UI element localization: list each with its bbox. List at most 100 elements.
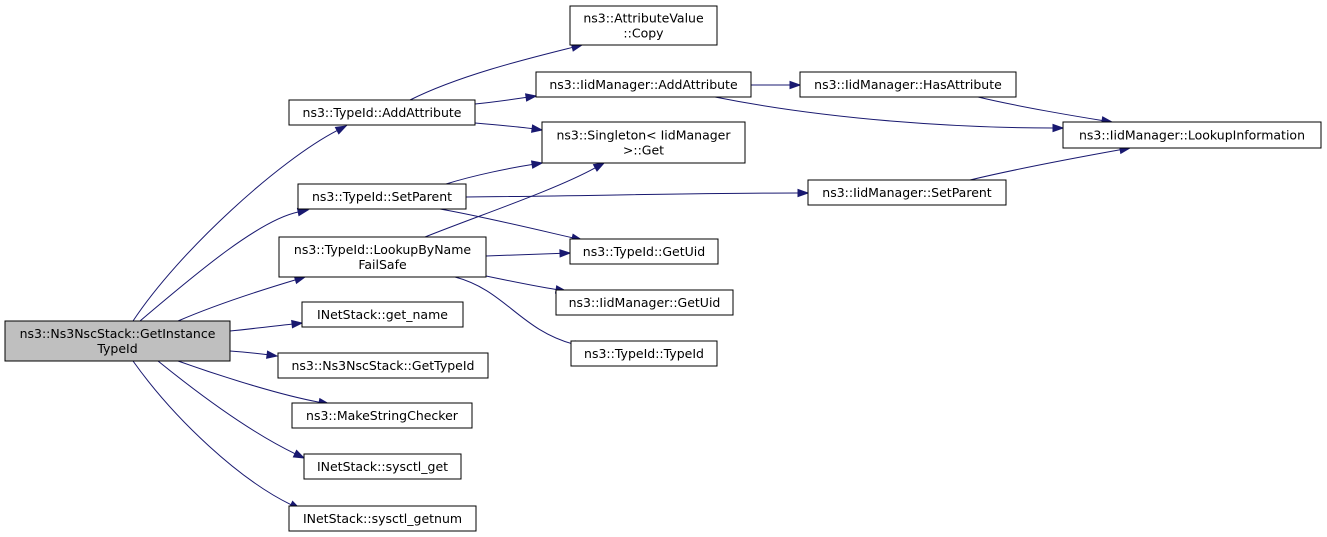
node-box — [303, 453, 462, 480]
edge-root-to-inetstack-sysctl-get — [157, 360, 306, 459]
function-nodes: ns3::Ns3NscStack::GetInstanceTypeIdns3::… — [4, 5, 1322, 532]
node-inetstack-sysctl-get[interactable]: INetStack::sysctl_get — [303, 453, 462, 480]
node-iidmanager-getuid[interactable]: ns3::IidManager::GetUid — [555, 289, 734, 316]
node-box — [1062, 121, 1322, 149]
node-typeid-addattribute[interactable]: ns3::TypeId::AddAttribute — [288, 99, 476, 126]
edge-typeid-addattribute-to-singleton-get — [474, 122, 544, 133]
node-typeid-setparent[interactable]: ns3::TypeId::SetParent — [297, 183, 467, 210]
edge-line — [485, 252, 561, 257]
edge-line — [474, 122, 533, 130]
node-box — [569, 5, 718, 46]
arrowhead — [524, 93, 538, 102]
edge-root-to-inetstack-get-name — [229, 319, 304, 332]
node-label: >::Get — [623, 143, 664, 158]
node-label: ns3::TypeId::LookupByName — [294, 242, 471, 257]
arrowhead — [291, 319, 304, 329]
node-typeid-typeid[interactable]: ns3::TypeId::TypeId — [570, 340, 718, 367]
edge-line — [454, 276, 575, 345]
edge-typeid-lookupbyname-to-iidmanager-getuid — [485, 275, 568, 294]
edge-line — [157, 360, 296, 455]
edge-line — [977, 96, 1103, 121]
edge-line — [177, 279, 296, 322]
node-iidmanager-lookupinformation[interactable]: ns3::IidManager::LookupInformation — [1062, 121, 1322, 149]
edge-typeid-setparent-to-iidmanager-setparent — [465, 188, 810, 198]
node-attributevalue-copy[interactable]: ns3::AttributeValue::Copy — [569, 5, 718, 46]
node-box — [535, 71, 752, 98]
edge-line — [229, 350, 268, 356]
node-inetstack-sysctl-getnum[interactable]: INetStack::sysctl_getnum — [288, 505, 477, 532]
node-label: ns3::IidManager::LookupInformation — [1079, 128, 1305, 143]
node-label: ns3::IidManager::HasAttribute — [814, 77, 1002, 92]
arrowhead — [531, 124, 544, 133]
node-label: INetStack::sysctl_getnum — [303, 511, 462, 526]
node-label: ns3::Ns3NscStack::GetTypeId — [291, 358, 474, 373]
edge-line — [969, 149, 1121, 181]
edge-iidmanager-addattribute-to-iidmanager-lookupinformation — [714, 96, 1065, 133]
node-label: INetStack::get_name — [317, 307, 448, 322]
edge-root-to-inetstack-sysctl-getnum — [132, 360, 302, 510]
node-singleton-get[interactable]: ns3::Singleton< IidManager>::Get — [541, 121, 746, 164]
edge-iidmanager-setparent-to-iidmanager-lookupinformation — [969, 145, 1132, 181]
node-box — [569, 238, 719, 265]
edge-line — [229, 323, 293, 332]
node-label: ns3::TypeId::TypeId — [584, 346, 704, 361]
node-label: ns3::MakeStringChecker — [306, 408, 459, 423]
node-inetstack-get-name[interactable]: INetStack::get_name — [301, 301, 464, 328]
node-label: ns3::AttributeValue — [583, 11, 704, 26]
edge-line — [132, 360, 292, 506]
node-typeid-getuid[interactable]: ns3::TypeId::GetUid — [569, 238, 719, 265]
node-ns3nscstack-gettypeid[interactable]: ns3::Ns3NscStack::GetTypeId — [277, 352, 489, 379]
node-makestringchecker[interactable]: ns3::MakeStringChecker — [291, 402, 473, 429]
edge-line — [485, 275, 557, 290]
edge-line — [474, 96, 527, 105]
node-iidmanager-setparent[interactable]: ns3::IidManager::SetParent — [807, 179, 1007, 206]
node-label: INetStack::sysctl_get — [317, 459, 448, 474]
node-label: ns3::IidManager::SetParent — [822, 185, 992, 200]
node-box — [297, 183, 467, 210]
node-box — [288, 99, 476, 126]
node-label: ns3::TypeId::GetUid — [583, 244, 705, 259]
node-box — [288, 505, 477, 532]
edge-line — [445, 164, 533, 185]
node-box — [541, 121, 746, 164]
node-label: ns3::IidManager::GetUid — [569, 295, 721, 310]
node-label: ns3::TypeId::SetParent — [312, 189, 452, 204]
edge-typeid-addattribute-to-iidmanager-addattribute — [474, 93, 538, 105]
arrowhead — [592, 162, 606, 172]
node-box — [301, 301, 464, 328]
node-box — [555, 289, 734, 316]
node-label: TypeId — [96, 341, 137, 356]
edge-typeid-setparent-to-singleton-get — [445, 160, 544, 185]
edge-typeid-lookupbyname-to-typeid-getuid — [485, 249, 572, 258]
node-box — [799, 71, 1017, 98]
edge-line — [714, 96, 1054, 129]
arrowhead — [292, 449, 306, 459]
arrowhead — [1052, 123, 1065, 133]
arrowhead — [296, 207, 310, 217]
node-box — [277, 352, 489, 379]
call-edges — [132, 43, 1132, 510]
edge-typeid-setparent-to-typeid-getuid — [439, 208, 584, 242]
edge-line — [409, 46, 573, 101]
edge-line — [139, 211, 299, 322]
edge-root-to-typeid-addattribute — [132, 125, 348, 322]
node-label: ns3::Ns3NscStack::GetInstance — [20, 326, 216, 341]
node-iidmanager-hasattribute[interactable]: ns3::IidManager::HasAttribute — [799, 71, 1017, 98]
edge-line — [132, 130, 338, 322]
node-iidmanager-addattribute[interactable]: ns3::IidManager::AddAttribute — [535, 71, 752, 98]
node-box — [807, 179, 1007, 206]
edge-iidmanager-addattribute-to-iidmanager-hasattribute — [751, 80, 802, 90]
node-box — [570, 340, 718, 367]
node-label: ::Copy — [623, 26, 664, 41]
node-box — [291, 402, 473, 429]
edge-line — [439, 208, 573, 239]
edge-line — [177, 360, 320, 403]
edge-iidmanager-hasattribute-to-iidmanager-lookupinformation — [977, 96, 1114, 125]
node-box — [278, 236, 487, 278]
arrowhead — [789, 80, 802, 90]
edge-line — [424, 167, 596, 238]
arrowhead — [559, 249, 572, 258]
